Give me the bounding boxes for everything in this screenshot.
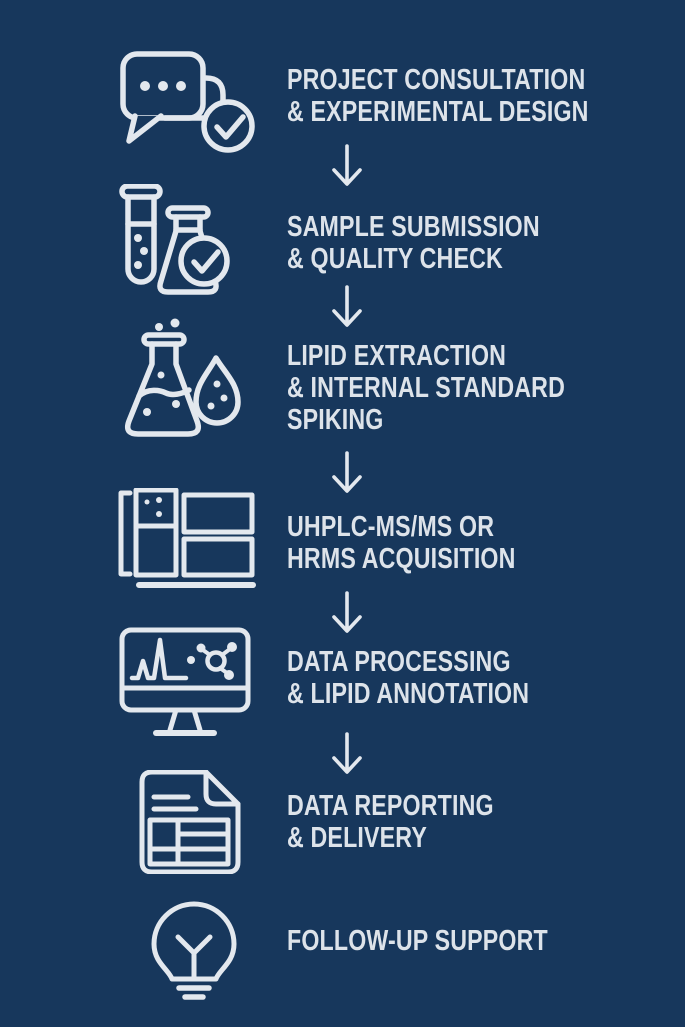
down-arrow-icon — [328, 284, 366, 330]
step-data-processing: DATA PROCESSING & LIPID ANNOTATION — [287, 646, 529, 710]
lightbulb-icon — [146, 900, 242, 1000]
report-document-icon — [138, 770, 242, 874]
monitor-chromatogram-molecule-icon — [114, 624, 256, 736]
step-label-line: SPIKING — [287, 404, 384, 436]
chat-check-icon — [116, 50, 256, 154]
testtube-flask-check-icon — [116, 184, 232, 306]
step-label-line: SAMPLE SUBMISSION — [287, 211, 540, 243]
step-label-line: DATA REPORTING — [287, 790, 494, 822]
step-sample-submission: SAMPLE SUBMISSION & QUALITY CHECK — [287, 211, 540, 275]
step-label-line: & QUALITY CHECK — [287, 243, 503, 275]
down-arrow-icon — [328, 731, 366, 777]
step-lipid-extraction: LIPID EXTRACTION & INTERNAL STANDARD SPI… — [287, 340, 565, 436]
step-label-line: LIPID EXTRACTION — [287, 340, 507, 372]
step-label-line: FOLLOW-UP SUPPORT — [287, 925, 548, 957]
step-ms-acquisition: UHPLC-MS/MS OR HRMS ACQUISITION — [287, 511, 516, 575]
step-label-line: HRMS ACQUISITION — [287, 543, 516, 575]
step-label-line: UHPLC-MS/MS OR — [287, 511, 495, 543]
step-label-line: & DELIVERY — [287, 822, 427, 854]
step-label-line: PROJECT CONSULTATION — [287, 64, 586, 96]
down-arrow-icon — [328, 590, 366, 636]
step-project-consultation: PROJECT CONSULTATION & EXPERIMENTAL DESI… — [287, 64, 589, 128]
step-follow-up-support: FOLLOW-UP SUPPORT — [287, 925, 548, 957]
down-arrow-icon — [328, 450, 366, 496]
flask-droplet-icon — [110, 318, 246, 446]
step-label-line: DATA PROCESSING — [287, 646, 511, 678]
step-label-line: & INTERNAL STANDARD — [287, 372, 565, 404]
step-label-line: & EXPERIMENTAL DESIGN — [287, 96, 589, 128]
down-arrow-icon — [328, 143, 366, 189]
step-data-reporting: DATA REPORTING & DELIVERY — [287, 790, 494, 854]
lcms-instrument-icon — [114, 488, 256, 590]
step-label-line: & LIPID ANNOTATION — [287, 678, 530, 710]
